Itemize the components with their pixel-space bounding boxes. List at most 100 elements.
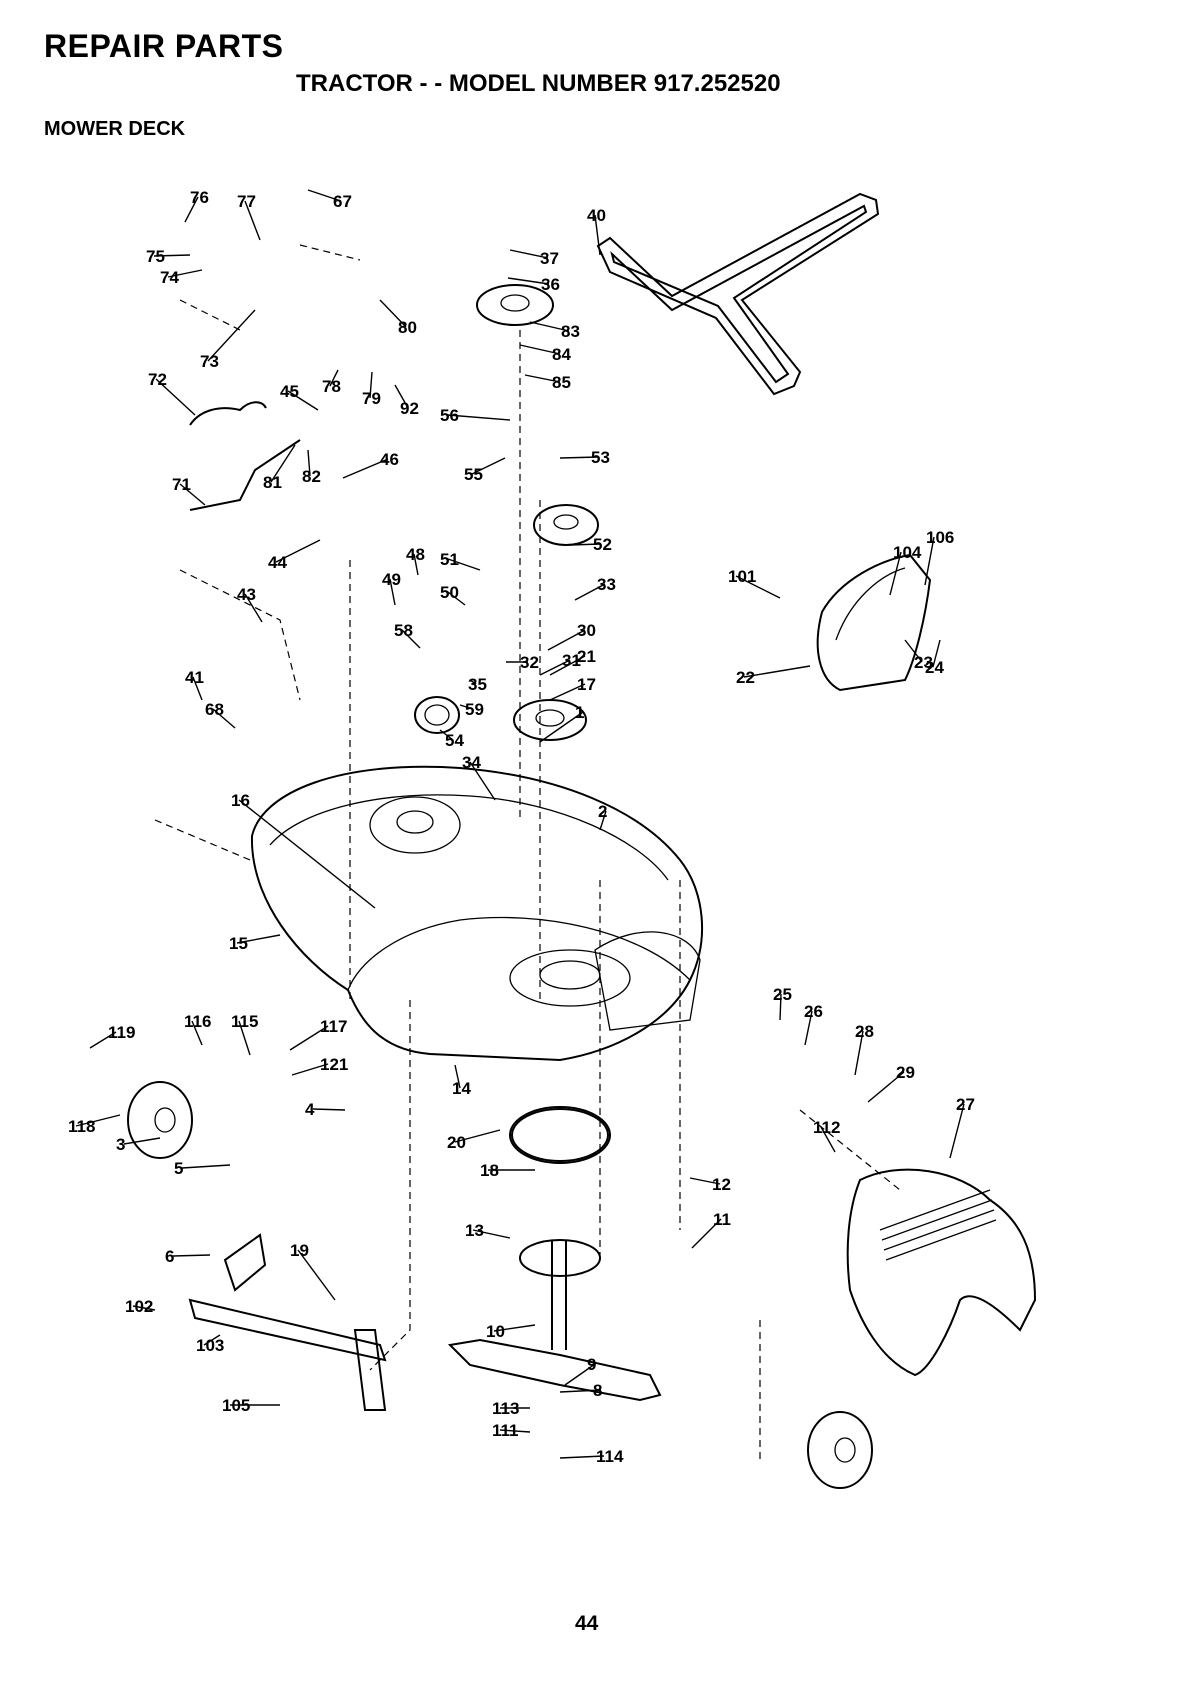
callout-14: 14 <box>452 1079 471 1098</box>
callout-leader-74 <box>167 269 203 278</box>
callout-55: 55 <box>464 465 483 484</box>
callout-17: 17 <box>577 675 596 694</box>
callout-25: 25 <box>773 985 792 1004</box>
callout-79: 79 <box>362 389 381 408</box>
callout-81: 81 <box>263 473 282 492</box>
callout-leader-16 <box>238 799 376 909</box>
callout-leader-35 <box>469 679 477 685</box>
callout-leader-114 <box>559 1455 605 1459</box>
callout-leader-71 <box>179 483 206 506</box>
callout-leader-34 <box>469 761 496 801</box>
callout-leader-3 <box>123 1137 161 1145</box>
callout-leader-85 <box>524 374 561 383</box>
callout-leader-75 <box>153 254 191 257</box>
callout-leader-67 <box>307 189 342 202</box>
callout-36: 36 <box>541 275 560 294</box>
callout-15: 15 <box>229 934 248 953</box>
callout-73: 73 <box>200 352 219 371</box>
callout-leader-45 <box>287 390 319 411</box>
callout-leader-5 <box>181 1164 231 1169</box>
callout-leader-116 <box>191 1020 203 1046</box>
callout-leader-17 <box>549 683 586 701</box>
callout-leader-30 <box>547 629 586 651</box>
callout-leader-29 <box>867 1071 905 1103</box>
callout-43: 43 <box>237 585 256 604</box>
callout-leader-117 <box>289 1025 329 1051</box>
callout-leader-19 <box>297 1249 336 1301</box>
callout-leader-46 <box>342 458 389 479</box>
callout-49: 49 <box>382 570 401 589</box>
callout-leader-22 <box>743 665 811 678</box>
callout-20: 20 <box>447 1133 466 1152</box>
callout-6: 6 <box>165 1247 174 1266</box>
callout-leader-50 <box>447 591 466 606</box>
callout-leader-103 <box>203 1334 221 1346</box>
callout-leader-6 <box>172 1254 211 1257</box>
callout-leader-20 <box>454 1129 501 1143</box>
callout-leader-25 <box>779 993 782 1021</box>
callout-52: 52 <box>593 535 612 554</box>
callout-3: 3 <box>116 1135 125 1154</box>
callout-leader-43 <box>244 593 263 623</box>
callout-83: 83 <box>561 322 580 341</box>
callout-leader-59 <box>459 704 474 710</box>
callout-leader-119 <box>89 1031 117 1049</box>
callout-leader-36 <box>507 277 550 285</box>
callout-67: 67 <box>333 192 352 211</box>
callout-9: 9 <box>587 1355 596 1374</box>
callout-leader-92 <box>394 384 409 409</box>
callout-44: 44 <box>268 553 287 572</box>
callout-121: 121 <box>320 1055 348 1074</box>
page-number: 44 <box>575 1612 599 1635</box>
callout-leader-53 <box>559 456 600 459</box>
callout-leader-31 <box>539 659 571 676</box>
callout-112: 112 <box>813 1118 840 1137</box>
callout-leader-40 <box>594 214 601 256</box>
callout-leader-82 <box>307 449 311 477</box>
callout-117: 117 <box>320 1017 347 1036</box>
callout-leader-28 <box>854 1030 864 1076</box>
callout-leader-33 <box>574 583 606 601</box>
callout-5: 5 <box>174 1159 183 1178</box>
callout-leaders <box>75 189 965 1459</box>
callout-leader-37 <box>509 249 549 259</box>
callout-76: 76 <box>190 188 209 207</box>
callout-29: 29 <box>896 1063 915 1082</box>
callout-116: 116 <box>184 1012 211 1031</box>
callout-leader-73 <box>207 309 256 362</box>
callout-leader-106 <box>924 536 935 586</box>
callout-41: 41 <box>185 668 204 687</box>
callout-118: 118 <box>68 1117 95 1136</box>
callout-10: 10 <box>486 1322 505 1341</box>
callout-leader-2 <box>599 810 607 831</box>
callout-19: 19 <box>290 1241 309 1260</box>
callout-leader-80 <box>379 299 407 328</box>
callout-119: 119 <box>108 1023 135 1042</box>
callout-104: 104 <box>893 543 922 562</box>
callout-59: 59 <box>465 700 484 719</box>
callout-48: 48 <box>406 545 425 564</box>
callout-leader-21 <box>549 655 586 676</box>
callout-30: 30 <box>577 621 596 640</box>
page-title: REPAIR PARTS <box>44 28 284 64</box>
callout-leader-102 <box>132 1305 156 1311</box>
callout-84: 84 <box>552 345 571 364</box>
callout-leader-49 <box>389 578 396 606</box>
callout-leader-83 <box>529 321 570 332</box>
callout-leader-76 <box>184 196 199 223</box>
callout-leader-8 <box>559 1389 602 1393</box>
callout-leader-101 <box>735 575 781 599</box>
callout-leader-104 <box>889 551 902 596</box>
callout-40: 40 <box>587 206 606 225</box>
drawing-lines <box>127 192 1037 1489</box>
callout-leader-11 <box>691 1218 722 1249</box>
callout-37: 37 <box>540 249 559 268</box>
callout-53: 53 <box>591 448 610 467</box>
callout-11: 11 <box>713 1210 731 1229</box>
callout-leader-26 <box>804 1010 813 1046</box>
callout-101: 101 <box>728 567 756 586</box>
callout-28: 28 <box>855 1022 874 1041</box>
callout-leader-68 <box>212 708 236 729</box>
callout-34: 34 <box>462 753 481 772</box>
callout-77: 77 <box>237 192 256 211</box>
